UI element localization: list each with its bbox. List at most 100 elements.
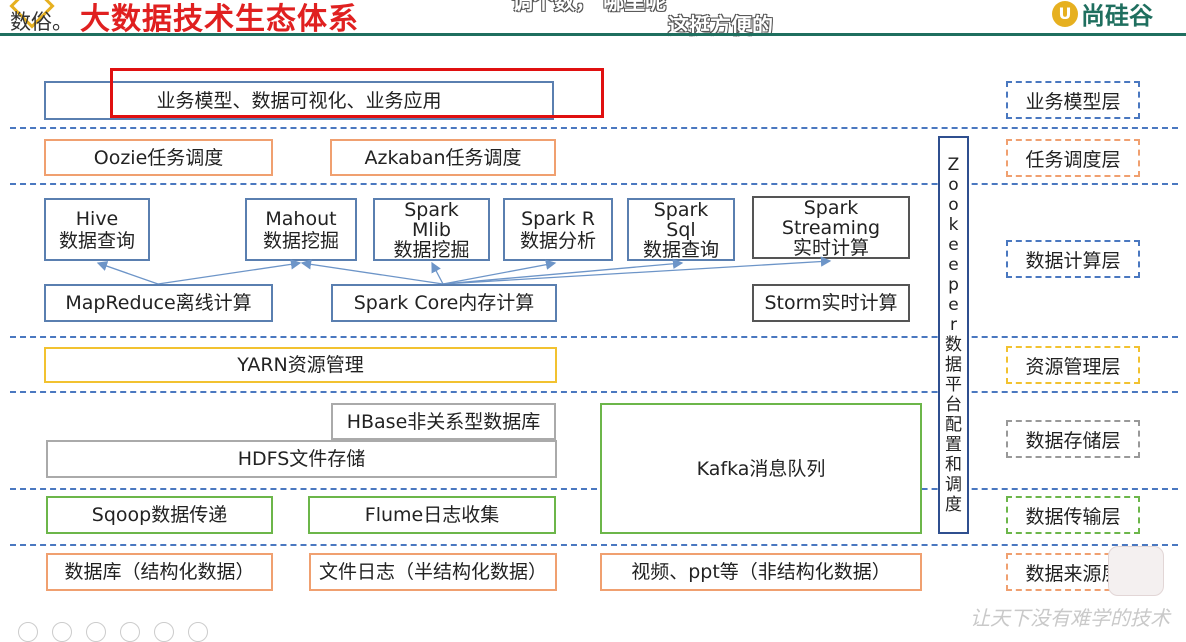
zookeeper-char: 平 bbox=[945, 375, 962, 395]
separator-2 bbox=[10, 183, 1178, 185]
zookeeper-char: 数 bbox=[945, 335, 962, 355]
sqoop-label: Sqoop数据传递 bbox=[91, 504, 228, 526]
mahout-line-1: Mahout bbox=[265, 207, 337, 230]
hive-line-1: Hive bbox=[75, 207, 119, 230]
log-source-label: 文件日志（半结构化数据） bbox=[318, 561, 547, 583]
log-source-box: 文件日志（半结构化数据） bbox=[309, 553, 557, 591]
spark-mlib-line-3: 数据挖掘 bbox=[393, 238, 470, 261]
azkaban-box: Azkaban任务调度 bbox=[330, 139, 556, 176]
layer-scheduling: 任务调度层 bbox=[1006, 139, 1140, 177]
mahout-box: Mahout 数据挖掘 bbox=[245, 198, 357, 261]
zookeeper-char: e bbox=[948, 255, 959, 275]
arrow-core-mlib bbox=[431, 261, 444, 285]
hive-line-2: 数据查询 bbox=[58, 229, 135, 252]
mapreduce-label: MapReduce离线计算 bbox=[65, 292, 252, 314]
brand-mark-icon: U bbox=[1052, 0, 1078, 27]
business-app-box: 业务模型、数据可视化、业务应用 bbox=[44, 81, 554, 120]
player-controls[interactable] bbox=[18, 622, 208, 642]
arrow-core-streaming bbox=[442, 256, 832, 285]
spark-streaming-line-2: Streaming bbox=[781, 216, 881, 239]
zookeeper-char: 度 bbox=[945, 495, 962, 515]
zookeeper-char: 配 bbox=[945, 415, 962, 435]
spark-r-box: Spark R 数据分析 bbox=[503, 198, 613, 261]
hbase-label: HBase非关系型数据库 bbox=[346, 410, 541, 433]
business-app-label: 业务模型、数据可视化、业务应用 bbox=[156, 89, 442, 112]
yarn-label: YARN资源管理 bbox=[237, 354, 364, 376]
yarn-box: YARN资源管理 bbox=[44, 347, 557, 383]
separator-4 bbox=[10, 391, 1178, 393]
hive-box: Hive 数据查询 bbox=[44, 198, 150, 261]
arrow-core-sparkr bbox=[442, 259, 557, 285]
spark-mlib-box: Spark Mlib 数据挖掘 bbox=[373, 198, 490, 261]
layer-business: 业务模型层 bbox=[1006, 81, 1140, 119]
separator-3 bbox=[10, 336, 1178, 338]
kafka-label: Kafka消息队列 bbox=[696, 457, 826, 480]
spark-streaming-line-3: 实时计算 bbox=[792, 236, 869, 259]
database-source-box: 数据库（结构化数据） bbox=[46, 553, 273, 591]
oozie-box: Oozie任务调度 bbox=[44, 139, 273, 176]
control-icon[interactable] bbox=[52, 622, 72, 642]
zookeeper-char: 和 bbox=[945, 455, 962, 475]
brand-logo: U 尚硅谷 bbox=[1052, 0, 1153, 31]
zookeeper-char: Z bbox=[947, 155, 960, 175]
highlight-rectangle bbox=[110, 68, 604, 118]
mapreduce-box: MapReduce离线计算 bbox=[44, 284, 273, 322]
database-source-label: 数据库（结构化数据） bbox=[64, 561, 255, 583]
storm-box: Storm实时计算 bbox=[752, 284, 910, 322]
hdfs-label: HDFS文件存储 bbox=[237, 448, 366, 470]
left-caption: 数俗。 bbox=[10, 10, 73, 34]
layer-storage: 数据存储层 bbox=[1006, 420, 1140, 458]
spark-core-box: Spark Core内存计算 bbox=[331, 284, 557, 322]
mahout-line-2: 数据挖掘 bbox=[262, 229, 339, 252]
control-icon[interactable] bbox=[18, 622, 38, 642]
spark-sql-line-3: 数据查询 bbox=[642, 238, 719, 261]
separator-6 bbox=[10, 544, 1178, 546]
overlay-caption-top: 调个数， 哪里呢 bbox=[512, 0, 667, 14]
spark-mlib-line-2: Mlib bbox=[411, 218, 451, 241]
separator-5 bbox=[10, 488, 1178, 490]
spark-core-label: Spark Core内存计算 bbox=[353, 292, 535, 314]
zookeeper-char: 台 bbox=[945, 395, 962, 415]
control-icon[interactable] bbox=[120, 622, 140, 642]
zookeeper-char: 调 bbox=[945, 475, 962, 495]
separator-1 bbox=[10, 127, 1178, 129]
spark-r-line-1: Spark R bbox=[521, 207, 595, 230]
azkaban-label: Azkaban任务调度 bbox=[364, 146, 522, 169]
layer-transport: 数据传输层 bbox=[1006, 496, 1140, 534]
oozie-label: Oozie任务调度 bbox=[93, 146, 224, 169]
control-icon[interactable] bbox=[188, 622, 208, 642]
storm-label: Storm实时计算 bbox=[764, 292, 898, 314]
video-source-label: 视频、ppt等（非结构化数据） bbox=[631, 561, 891, 583]
spark-streaming-line-1: Spark bbox=[803, 196, 859, 219]
flume-label: Flume日志收集 bbox=[364, 504, 500, 526]
zookeeper-char: 置 bbox=[945, 435, 962, 455]
spark-r-line-2: 数据分析 bbox=[519, 229, 596, 252]
spark-streaming-box: Spark Streaming 实时计算 bbox=[752, 196, 910, 259]
arrow-mr-mahout bbox=[157, 259, 302, 285]
layer-compute: 数据计算层 bbox=[1006, 240, 1140, 278]
page-title: 大数据技术生态体系 bbox=[80, 2, 359, 37]
video-source-box: 视频、ppt等（非结构化数据） bbox=[600, 553, 922, 591]
brand-name: 尚硅谷 bbox=[1081, 2, 1153, 30]
floating-widget-button[interactable] bbox=[1108, 546, 1164, 596]
zookeeper-char: o bbox=[948, 195, 959, 215]
spark-sql-line-1: Spark bbox=[653, 198, 709, 221]
zookeeper-char: e bbox=[948, 235, 959, 255]
arrow-mr-hive bbox=[96, 261, 159, 285]
zookeeper-char: p bbox=[948, 275, 959, 295]
watermark-slogan: 让天下没有难学的技术 bbox=[970, 606, 1170, 630]
layer-resource: 资源管理层 bbox=[1006, 346, 1140, 384]
spark-mlib-line-1: Spark bbox=[404, 198, 459, 221]
zookeeper-char: k bbox=[948, 215, 959, 235]
spark-sql-line-2: Sql bbox=[666, 218, 696, 241]
control-icon[interactable] bbox=[86, 622, 106, 642]
control-icon[interactable] bbox=[154, 622, 174, 642]
hbase-box: HBase非关系型数据库 bbox=[331, 403, 556, 440]
zookeeper-char: e bbox=[948, 295, 959, 315]
zookeeper-char: r bbox=[950, 315, 957, 335]
arrow-core-sql bbox=[442, 258, 684, 285]
zookeeper-char: 据 bbox=[945, 355, 962, 375]
flume-box: Flume日志收集 bbox=[308, 496, 556, 534]
